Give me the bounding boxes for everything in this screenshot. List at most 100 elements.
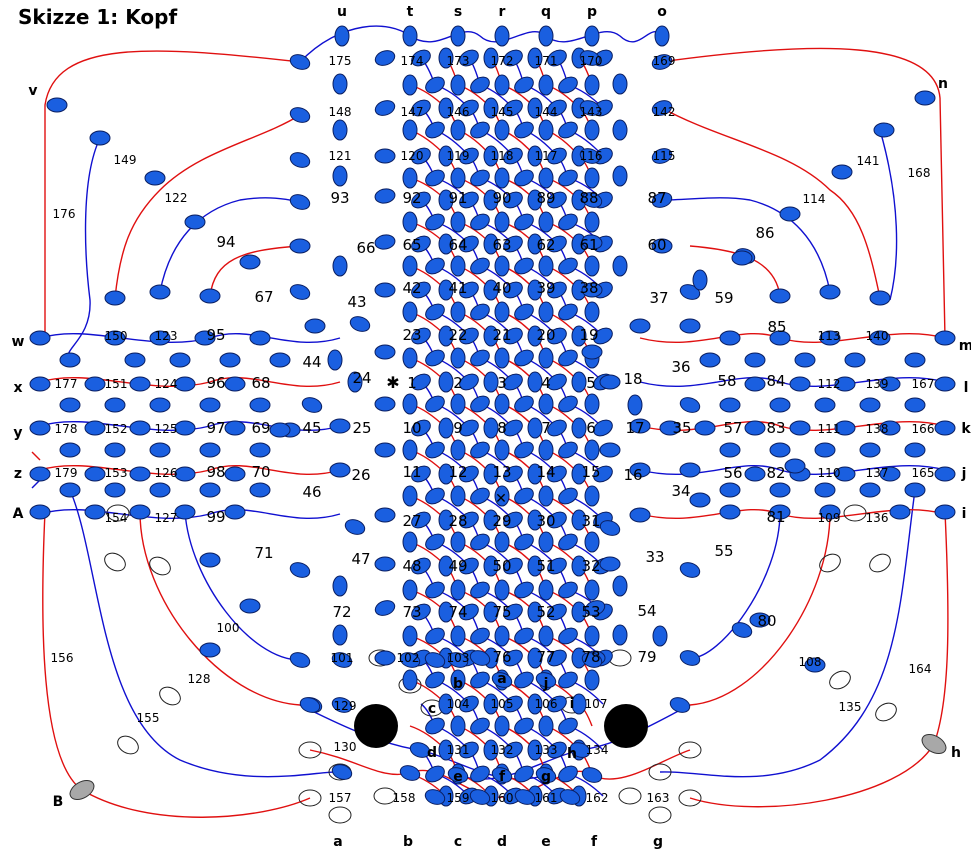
side-node-right	[770, 289, 790, 303]
side-node-left	[130, 421, 150, 435]
side-node-left	[90, 131, 110, 145]
top-letter-label: q	[541, 4, 551, 20]
node-number-label: 133	[535, 743, 558, 757]
side-node-left	[30, 421, 50, 435]
node-number-label: 64	[448, 236, 467, 254]
side-node-right	[935, 467, 955, 481]
ring-node	[288, 650, 312, 670]
mesh-node	[403, 168, 417, 188]
node-number-label: 62	[536, 236, 555, 254]
mesh-node	[539, 486, 553, 506]
ring-node	[288, 105, 312, 125]
bottom-letter-label: b	[403, 834, 413, 850]
node-number-label: 126	[155, 466, 178, 480]
node-number-label: 57	[723, 419, 742, 437]
node-number-label: 176	[53, 207, 76, 221]
mesh-node	[539, 716, 553, 736]
blue-line	[70, 490, 340, 777]
node-number-label: 146	[447, 105, 470, 119]
side-node-right	[874, 123, 894, 137]
node-number-label: 21	[492, 326, 511, 344]
node-number-label: 20	[536, 326, 555, 344]
side-node-right	[795, 353, 815, 367]
mesh-node	[556, 763, 580, 785]
ring-node	[582, 345, 602, 359]
node-number-label: 30	[536, 512, 555, 530]
side-node-right	[745, 353, 765, 367]
node-number-label: 122	[165, 191, 188, 205]
node-number-label: 107	[585, 697, 608, 711]
ring-node	[333, 74, 347, 94]
node-number-label: 53	[581, 603, 600, 621]
node-number-label: 150	[105, 329, 128, 343]
side-node-right	[890, 505, 910, 519]
node-number-label: 158	[393, 791, 416, 805]
mesh-node	[451, 256, 465, 276]
blue-line	[880, 130, 897, 300]
mesh-node	[539, 75, 553, 95]
mesh-node	[539, 212, 553, 232]
node-number-label: 75	[492, 603, 511, 621]
node-number-label: 1	[407, 374, 417, 392]
blue-line	[690, 512, 780, 658]
node-number-label: 9	[453, 419, 463, 437]
ring-node	[613, 120, 627, 140]
side-node-left	[30, 331, 50, 345]
ring-node	[330, 463, 350, 477]
mesh-node	[572, 418, 586, 438]
node-number-label: 2	[453, 374, 463, 392]
ring-node	[374, 233, 396, 250]
node-number-label: 171	[535, 54, 558, 68]
gray-node-h	[919, 731, 950, 758]
ring-node	[333, 576, 347, 596]
node-number-label: 141	[857, 154, 880, 168]
side-node-left	[175, 421, 195, 435]
top-letter-label: t	[407, 4, 414, 20]
side-node-right	[935, 421, 955, 435]
mesh-node	[451, 486, 465, 506]
node-number-label: 131	[447, 743, 470, 757]
mesh-node	[539, 302, 553, 322]
node-number-label: 130	[334, 740, 357, 754]
side-node-left	[175, 467, 195, 481]
node-number-label: 63	[492, 236, 511, 254]
side-node-right	[935, 505, 955, 519]
node-number-label: 92	[402, 189, 421, 207]
ring-node	[375, 557, 395, 571]
ring-node	[333, 256, 347, 276]
side-node-right	[720, 398, 740, 412]
mesh-node	[495, 716, 509, 736]
mesh-node	[528, 418, 542, 438]
node-number-label: 4	[541, 374, 551, 392]
side-node-left	[105, 483, 125, 497]
blue-line	[662, 198, 830, 292]
mesh-node	[495, 580, 509, 600]
side-node-right	[732, 251, 752, 265]
node-number-label: 34	[671, 482, 690, 500]
node-number-label: 68	[251, 374, 270, 392]
side-node-left	[200, 289, 220, 303]
side-node-right	[770, 443, 790, 457]
ring-node	[375, 508, 395, 522]
node-number-label: 49	[448, 557, 467, 575]
side-node-right	[860, 398, 880, 412]
mesh-node	[468, 74, 492, 96]
node-number-label: 177	[55, 377, 78, 391]
side-node-left	[30, 467, 50, 481]
node-number-label: 70	[251, 463, 270, 481]
mesh-node	[539, 626, 553, 646]
side-node-left	[200, 443, 220, 457]
mesh-node	[451, 348, 465, 368]
ring-node	[373, 598, 397, 618]
side-node-right	[820, 285, 840, 299]
mesh-node	[468, 211, 492, 233]
node-number-label: 170	[580, 54, 603, 68]
inner-letter-label: h	[567, 746, 577, 762]
mesh-node	[495, 120, 509, 140]
node-number-label: 99	[206, 508, 225, 526]
node-number-label: 38	[579, 279, 598, 297]
node-number-label: 80	[757, 612, 776, 630]
mesh-node	[585, 212, 599, 232]
bottom-letter-label: c	[454, 834, 462, 850]
side-node-left	[105, 291, 125, 305]
